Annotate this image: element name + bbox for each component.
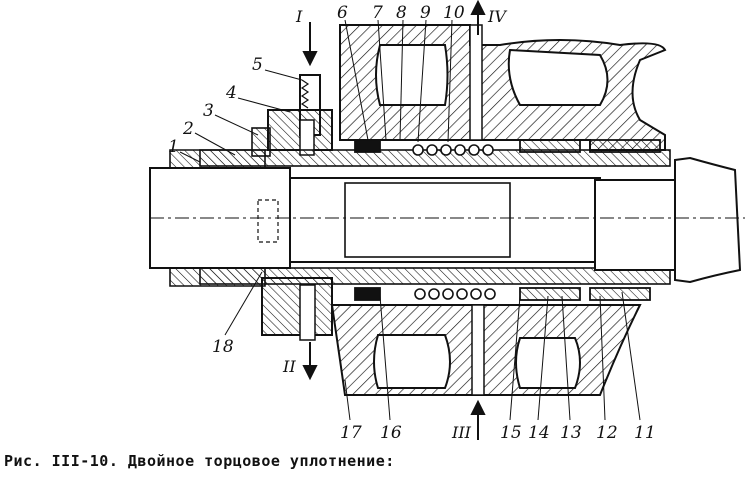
part-label-16: 16 (380, 423, 402, 443)
spring-upper (412, 144, 494, 156)
part-label-3: 3 (203, 101, 214, 121)
part-label-18: 18 (212, 337, 234, 357)
part-label-13: 13 (560, 423, 582, 443)
part-label-4: 4 (225, 83, 237, 103)
shaft (149, 156, 745, 284)
figure-caption: Рис. III-10. Двойное торцовое уплотнение… (4, 452, 395, 470)
flow-label-IV: IV (487, 7, 507, 26)
part-label-7: 7 (372, 3, 383, 23)
part-label-15: 15 (500, 423, 522, 443)
part-label-8: 8 (396, 3, 407, 23)
part-label-2: 2 (182, 119, 194, 139)
shaft-sleeve (199, 149, 671, 285)
part-label-12: 12 (596, 423, 618, 443)
part-label-17: 17 (340, 423, 362, 443)
inlet-fitting (251, 74, 333, 157)
part-label-1: 1 (168, 137, 179, 157)
part-label-6: 6 (337, 3, 348, 23)
flow-arrows (302, 0, 486, 440)
part-label-10: 10 (443, 3, 465, 23)
part-label-9: 9 (420, 3, 431, 23)
left-nut (169, 149, 266, 287)
flow-label-II: II (282, 357, 296, 376)
part-label-5: 5 (252, 55, 263, 75)
outlet-fitting (261, 277, 333, 341)
leader-lines (179, 19, 641, 421)
part-label-14: 14 (528, 423, 550, 443)
flow-label-III: III (451, 423, 472, 442)
housing-upper (339, 24, 667, 151)
seal-cross-section-drawing: 1 2 3 4 5 6 7 8 9 10 11 12 13 14 15 16 1… (149, 0, 745, 443)
spring-lower (414, 288, 496, 300)
part-label-11: 11 (634, 423, 656, 443)
housing-lower (330, 304, 642, 396)
flow-label-I: I (295, 7, 303, 26)
seal-rings (354, 139, 661, 301)
